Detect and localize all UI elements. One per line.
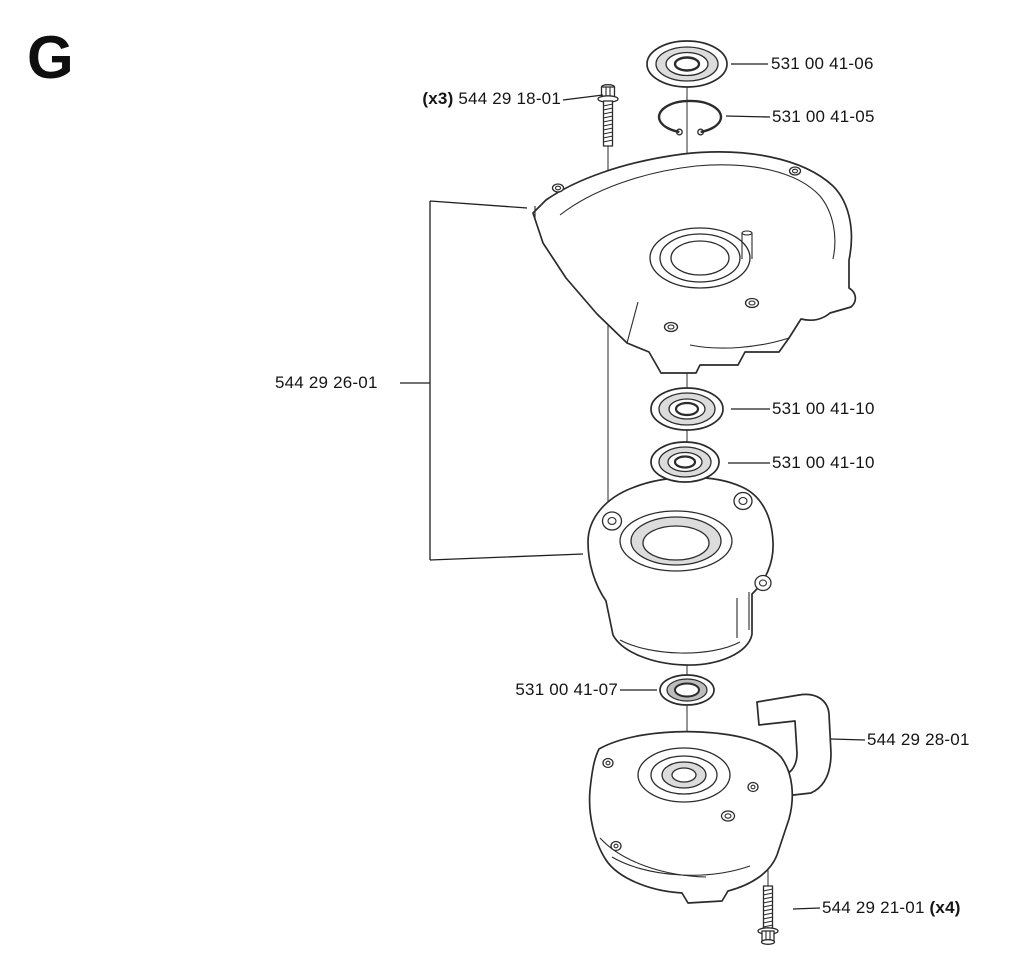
callout-bearing-top: 531 00 41-06 [771,54,874,74]
callout-bearing-mid-lower: 531 00 41-10 [772,453,875,473]
callout-screw-upper: (x3) 544 29 18-01 [422,89,561,109]
callout-seal: 531 00 41-07 [515,680,618,700]
part-number: 531 00 41-05 [772,107,875,126]
leader-lines [400,63,866,910]
ball-bearing-mid-lower-drawing [650,441,720,483]
flange-screw-upper-drawing [597,84,619,147]
part-number: 544 29 18-01 [458,89,561,108]
quantity: (x4) [929,898,961,917]
ball-bearing-top-drawing [646,40,728,88]
part-number: 531 00 41-06 [771,54,874,73]
part-number: 531 00 41-10 [772,399,875,418]
part-number: 544 29 21-01 [822,898,925,917]
circlip-drawing [657,99,723,136]
callout-crankcase: 544 29 26-01 [275,373,378,393]
part-number: 531 00 41-10 [772,453,875,472]
crankcase-lower-half-drawing [587,476,774,666]
section-letter: G [27,24,74,91]
crankcase-upper-half-drawing [532,151,857,374]
part-number: 544 29 26-01 [275,373,378,392]
callout-bearing-mid-upper: 531 00 41-10 [772,399,875,419]
cover-guard-drawing [756,693,832,798]
callout-circlip: 531 00 41-05 [772,107,875,127]
callout-cover: 544 29 28-01 [867,730,970,750]
flange-screw-lower-drawing [757,885,779,945]
part-number: 544 29 28-01 [867,730,970,749]
part-number: 531 00 41-07 [515,680,618,699]
seal-drawing [659,674,715,706]
callout-screw-lower: 544 29 21-01 (x4) [822,898,961,918]
quantity: (x3) [422,89,454,108]
gear-housing-drawing [588,730,794,904]
ball-bearing-mid-upper-drawing [650,387,724,431]
